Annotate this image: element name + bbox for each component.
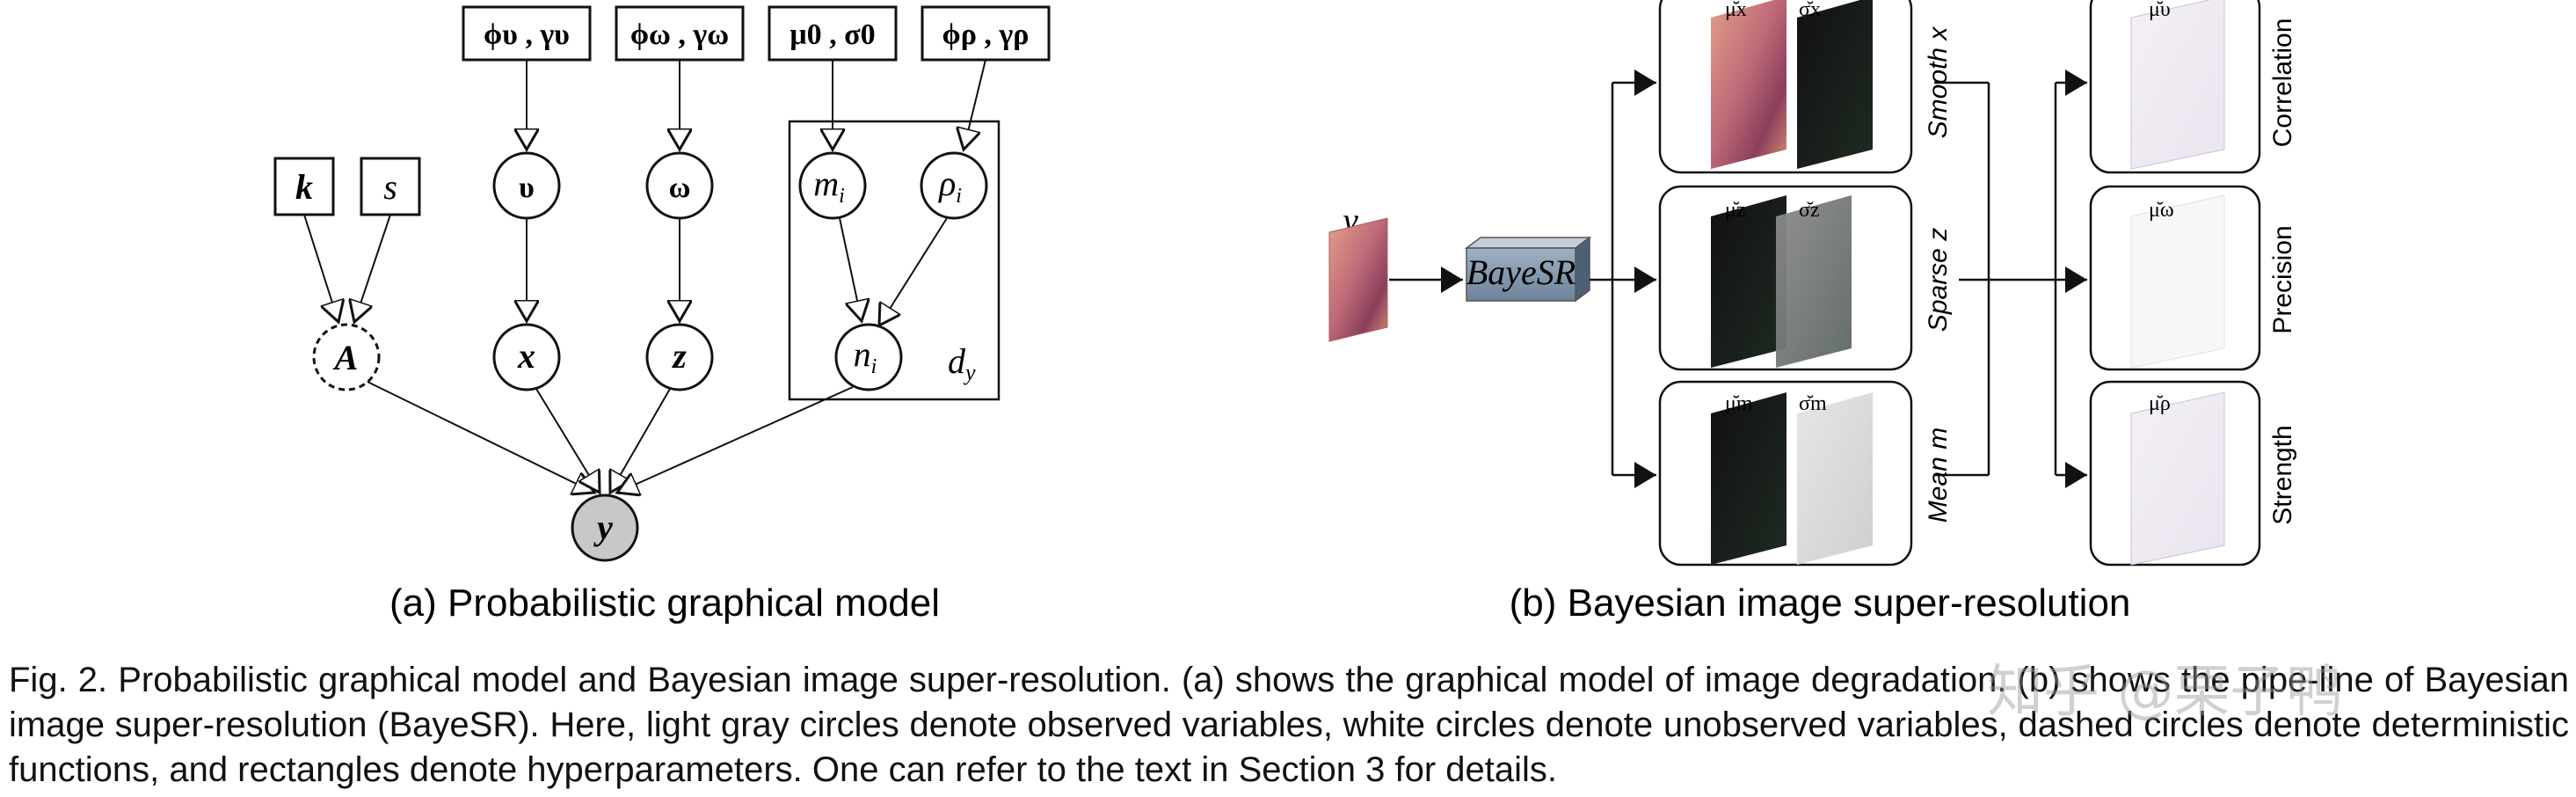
group-label-smooth-x: Smooth x	[1924, 26, 1953, 139]
svg-text:y: y	[593, 508, 613, 547]
hyper-box-rho-params: ϕρ , γρ	[921, 5, 1051, 62]
svg-text:υ: υ	[519, 172, 535, 204]
sparse-z-mu-label: μ̆z	[1725, 199, 1746, 222]
graphical-model-diagram: k s ϕυ , γυ ϕω , γω μ0 , σ0 ϕρ , γρ dy υ…	[273, 5, 1051, 625]
input-y-label: y	[1339, 201, 1358, 240]
group-label-sparse-z: Sparse z	[1924, 228, 1953, 332]
bayesr-label: BayeSR	[1466, 252, 1575, 292]
node-rho-i: ρi	[920, 151, 988, 220]
input-image-y	[1328, 217, 1388, 342]
output-label-strength: Strength	[2268, 425, 2297, 524]
svg-text:ρi: ρi	[937, 164, 962, 208]
hyper-k-label: k	[295, 167, 313, 207]
mean-m-mu-label: μ̆m	[1725, 392, 1753, 415]
hyper-s-label: s	[383, 167, 397, 207]
output-label-correlation: Correlation	[2268, 18, 2297, 148]
svg-text:mi: mi	[813, 164, 845, 208]
node-y-observed: y	[571, 494, 639, 562]
group-box-mean-m	[1658, 380, 1913, 567]
mean-m-mu-image	[1711, 392, 1786, 565]
node-A: A	[312, 323, 381, 391]
strength-image	[2130, 391, 2225, 566]
sparse-z-sigma-image	[1776, 195, 1852, 368]
precision-image	[2130, 194, 2225, 369]
hyper-box-omega-params: ϕω , γω	[615, 5, 745, 62]
model-edges	[303, 59, 986, 493]
hyper-box-mu-sigma: μ0 , σ0	[768, 5, 898, 62]
mean-m-sigma-image	[1797, 392, 1873, 565]
hyper-box-upsilon-params: ϕυ , γυ	[462, 5, 592, 62]
hyper-box-k: k	[273, 157, 335, 216]
output-box-precision	[2089, 185, 2261, 371]
correlation-mu-label: μ̆υ	[2149, 0, 2171, 21]
subcaption-b: (b) Bayesian image super-resolution	[1510, 581, 2131, 625]
smooth-x-mu-label: μ̆x	[1725, 0, 1747, 21]
smooth-x-mu-image	[1711, 0, 1786, 169]
smooth-x-sigma-image	[1797, 0, 1873, 169]
hyper-box-s: s	[360, 157, 421, 216]
node-omega: ω	[645, 151, 714, 220]
sparse-z-mu-image	[1711, 195, 1786, 368]
hyper-upsilon-params-label: ϕυ , γυ	[484, 18, 570, 51]
svg-text:ni: ni	[854, 334, 877, 378]
plate-box	[788, 120, 1001, 401]
node-x: x	[492, 323, 561, 391]
group-box-smooth-x	[1658, 0, 1913, 174]
hyper-rho-params-label: ϕρ , γρ	[942, 18, 1029, 51]
precision-mu-label: μ̆ω	[2149, 199, 2174, 222]
svg-text:x: x	[517, 336, 535, 376]
plate-label: dy	[948, 341, 976, 385]
output-label-precision: Precision	[2268, 225, 2297, 333]
svg-text:A: A	[332, 338, 359, 377]
output-box-correlation	[2089, 0, 2261, 174]
correlation-image	[2130, 0, 2225, 170]
mean-m-sigma-label: σ̆m	[1799, 392, 1827, 415]
sparse-z-sigma-label: σ̆z	[1799, 199, 1820, 222]
node-z: z	[645, 323, 714, 391]
svg-text:ω: ω	[669, 172, 691, 204]
smooth-x-sigma-label: σ̆x	[1799, 0, 1821, 21]
node-n-i: ni	[834, 323, 903, 391]
output-box-strength	[2089, 380, 2261, 567]
subcaption-a: (a) Probabilistic graphical model	[389, 581, 940, 625]
pipeline-edges	[1389, 69, 2087, 488]
group-label-mean-m: Mean m	[1924, 428, 1953, 523]
figure-caption: Fig. 2. Probabilistic graphical model an…	[9, 661, 2569, 789]
bayesr-block: BayeSR	[1464, 236, 1592, 303]
strength-mu-label: μ̆ρ	[2149, 392, 2171, 415]
svg-text:z: z	[671, 336, 687, 376]
group-box-sparse-z	[1658, 185, 1913, 371]
node-m-i: mi	[798, 151, 867, 220]
hyper-omega-params-label: ϕω , γω	[630, 18, 729, 51]
watermark: 知乎 @栗子鸭	[1987, 660, 2343, 725]
hyper-mu-sigma-label: μ0 , σ0	[790, 18, 875, 51]
node-upsilon: υ	[492, 151, 561, 220]
